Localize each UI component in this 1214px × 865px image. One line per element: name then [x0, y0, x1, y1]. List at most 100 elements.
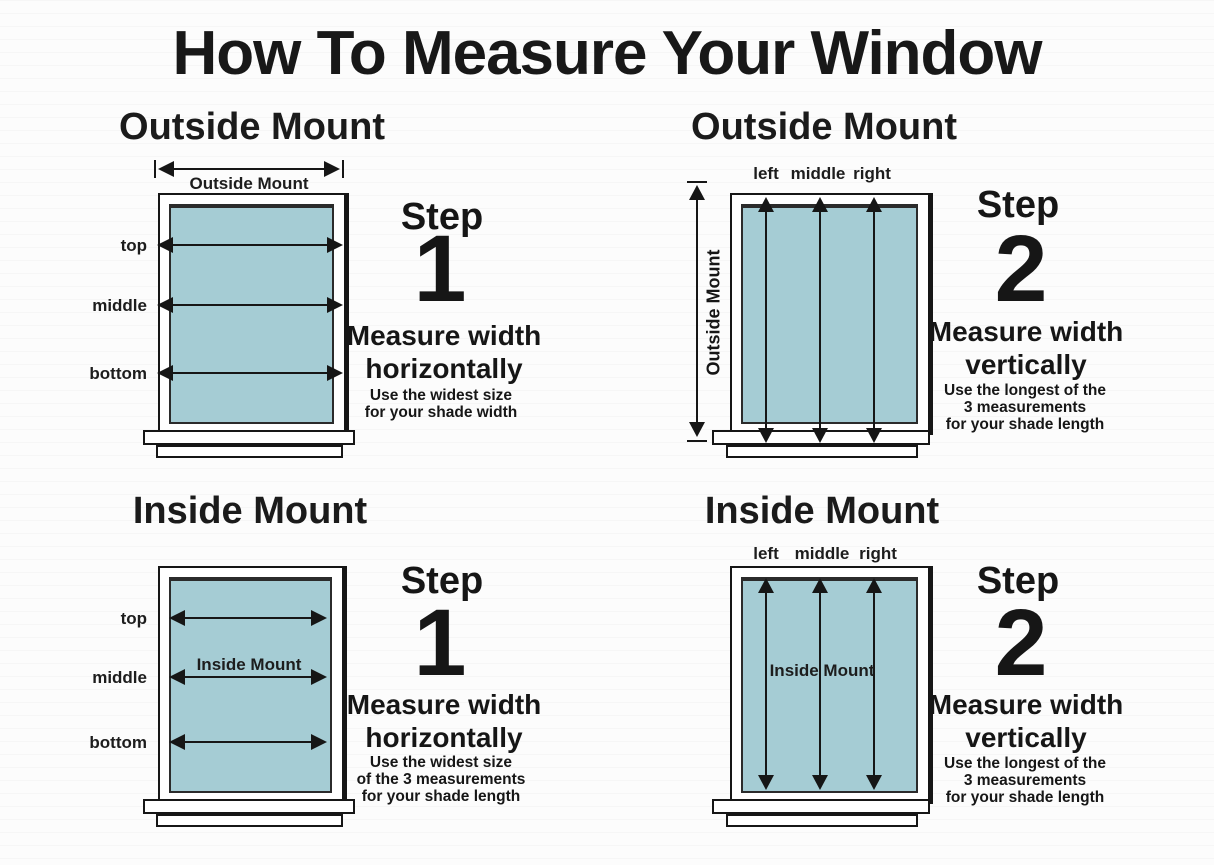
pane-label: Inside Mount: [196, 655, 302, 674]
col-label-left: left: [753, 164, 779, 183]
instruction-line: Measure width: [928, 689, 1124, 720]
window-pane: [169, 577, 332, 793]
measure-arrow-bottom-icon: [169, 734, 327, 750]
measure-arrow-right-icon: [866, 197, 882, 443]
col-label-right: right: [859, 544, 897, 563]
arrow-line: [163, 168, 335, 170]
width-dimension-arrow-icon: [158, 161, 340, 177]
note-line: for your shade length: [945, 789, 1105, 806]
arrow-line: [174, 676, 322, 678]
dimension-label: Outside Mount: [189, 174, 309, 193]
arrow-line: [873, 202, 875, 438]
window-pane: [741, 577, 918, 793]
window-frame: [158, 566, 347, 804]
window-sill-ledge: [726, 445, 918, 458]
window-pane: [741, 204, 918, 424]
instruction-line: vertically: [965, 349, 1087, 380]
arrow-line: [696, 190, 698, 432]
row-label-top: top: [120, 236, 147, 255]
col-label-middle: middle: [790, 164, 846, 183]
arrow-line: [765, 583, 767, 785]
note-line: Use the longest of the: [944, 382, 1106, 399]
row-label-bottom: bottom: [89, 364, 147, 383]
note-text: Use the widest size of the 3 measurement…: [357, 754, 526, 805]
dimension-tick-left: [154, 160, 156, 178]
window-sill-ledge: [156, 814, 343, 827]
note-line: Use the widest size: [369, 754, 513, 771]
instruction-line: Measure width: [346, 689, 542, 720]
row-label-middle: middle: [92, 668, 147, 687]
measure-arrow-right-icon: [866, 578, 882, 790]
note-text: Use the longest of the 3 measurements fo…: [944, 382, 1106, 433]
arrow-line: [162, 372, 338, 374]
instruction-text: Measure width horizontally: [347, 688, 541, 754]
note-line: for your shade length: [945, 416, 1105, 433]
instruction-text: Measure width vertically: [929, 688, 1123, 754]
quadrant-heading: Inside Mount: [704, 490, 940, 532]
note-line: of the 3 measurements: [356, 771, 526, 788]
col-label-right: right: [853, 164, 891, 183]
row-label-top: top: [120, 609, 147, 628]
window-sill-ledge: [156, 445, 343, 458]
height-dimension-arrow-icon: [689, 185, 705, 437]
arrow-line: [162, 304, 338, 306]
step-number: 1: [413, 216, 467, 322]
window-frame: [730, 193, 933, 435]
step-number: 2: [994, 590, 1048, 696]
instruction-line: horizontally: [365, 353, 523, 384]
arrow-line: [162, 244, 338, 246]
arrow-line: [174, 741, 322, 743]
measure-arrow-left-icon: [758, 197, 774, 443]
step-word: Step: [976, 560, 1060, 602]
arrow-line: [765, 202, 767, 438]
pane-label: Inside Mount: [769, 661, 875, 680]
dimension-tick-bottom: [687, 440, 707, 442]
row-label-middle: middle: [92, 296, 147, 315]
instruction-text: Measure width vertically: [929, 315, 1123, 381]
note-text: Use the longest of the 3 measurements fo…: [944, 755, 1106, 806]
window-sill: [143, 799, 355, 814]
arrow-line: [873, 583, 875, 785]
window-sill: [712, 799, 930, 814]
note-line: for your shade length: [361, 788, 521, 805]
quadrant-heading: Outside Mount: [119, 106, 385, 148]
instruction-line: horizontally: [365, 722, 523, 753]
window-sill: [143, 430, 355, 445]
note-text: Use the widest size for your shade width: [365, 387, 517, 421]
window-sill-ledge: [726, 814, 918, 827]
dimension-tick-top: [687, 181, 707, 183]
measure-arrow-middle-icon: [812, 197, 828, 443]
step-word: Step: [400, 196, 484, 238]
measure-arrow-top-icon: [157, 237, 343, 253]
instruction-line: vertically: [965, 722, 1087, 753]
measure-arrow-middle-icon: [157, 297, 343, 313]
note-line: for your shade width: [364, 404, 518, 421]
instruction-line: Measure width: [346, 320, 542, 351]
arrow-line: [174, 617, 322, 619]
arrow-line: [819, 583, 821, 785]
step-word: Step: [976, 184, 1060, 226]
row-label-bottom: bottom: [89, 733, 147, 752]
dimension-tick-right: [342, 160, 344, 178]
measure-arrow-middle-icon: [812, 578, 828, 790]
col-label-left: left: [753, 544, 779, 563]
step-number: 2: [994, 216, 1048, 322]
measure-arrow-bottom-icon: [157, 365, 343, 381]
window-pane: [169, 204, 334, 424]
note-line: 3 measurements: [963, 772, 1087, 789]
instruction-line: Measure width: [928, 316, 1124, 347]
step-word: Step: [400, 560, 484, 602]
arrow-line: [819, 202, 821, 438]
quadrant-heading: Outside Mount: [691, 106, 957, 148]
note-line: Use the widest size: [369, 387, 513, 404]
step-number: 1: [413, 590, 467, 696]
instruction-text: Measure width horizontally: [347, 319, 541, 385]
measure-arrow-top-icon: [169, 610, 327, 626]
page-title: How To Measure Your Window: [172, 19, 1042, 88]
quadrant-heading: Inside Mount: [132, 490, 368, 532]
dimension-label-rotated: Outside Mount: [703, 249, 724, 376]
measure-arrow-middle-icon: [169, 669, 327, 685]
note-line: Use the longest of the: [944, 755, 1106, 772]
measure-arrow-left-icon: [758, 578, 774, 790]
